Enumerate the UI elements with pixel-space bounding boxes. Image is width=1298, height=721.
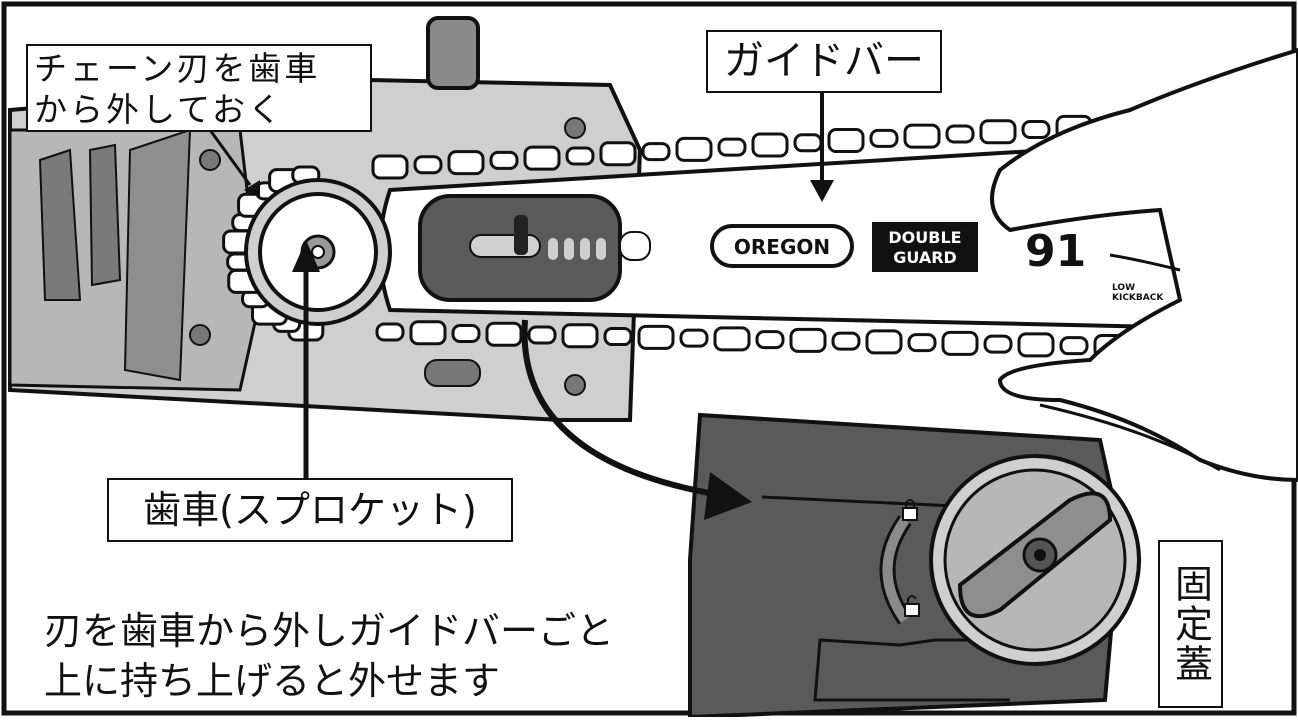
double-guard-line1: DOUBLE: [888, 228, 961, 247]
cover-plate: [688, 412, 1141, 720]
chain-link: [641, 142, 671, 162]
chain-link: [599, 141, 637, 167]
model-number: 91: [1025, 226, 1086, 277]
chain-link: [1059, 336, 1089, 356]
chain-link: [375, 322, 405, 342]
oregon-logo: [710, 224, 854, 268]
label-fixing-cover: 固定蓋: [1158, 540, 1223, 708]
chain-link: [945, 124, 975, 144]
low-kickback-line1: LOW: [1112, 283, 1135, 293]
label-sprocket: 歯車(スプロケット): [107, 478, 513, 542]
hand: [990, 47, 1298, 483]
chain-link: [831, 331, 861, 351]
chain-link: [869, 128, 899, 148]
instruction-text: 刃を歯車から外しガイドバーごと 上に持ち上げると外せます: [44, 609, 615, 703]
chain-link: [1021, 120, 1051, 140]
arrow-remove-chain: [208, 129, 260, 198]
chain-link: [755, 330, 785, 350]
double-guard-logo: [872, 222, 978, 272]
chain-link: [903, 123, 941, 149]
arrow-lift-to-cover: [521, 319, 752, 520]
chain-link: [907, 333, 937, 353]
chain-link: [637, 324, 675, 350]
chain-link: [489, 150, 519, 170]
double-guard-line2: GUARD: [893, 248, 957, 267]
chain-link: [523, 145, 561, 171]
chain-link: [527, 325, 557, 345]
unlock-icon: [904, 595, 920, 617]
tension-knob: [426, 16, 480, 90]
chain-link: [717, 137, 747, 157]
chain-link: [827, 128, 865, 154]
chain-link: [413, 155, 443, 175]
chain-link: [565, 146, 595, 166]
chain-link: [371, 154, 409, 180]
chain-link: [793, 133, 823, 153]
lock-icon: [902, 499, 918, 521]
chain-link: [451, 324, 481, 344]
chain-link: [679, 328, 709, 348]
chain-link: [983, 334, 1013, 354]
brand-text: OREGON: [734, 235, 830, 259]
label-guide-bar: ガイドバー: [706, 30, 942, 93]
chain-link: [751, 132, 789, 158]
chain-link: [561, 323, 599, 349]
arrow-sprocket: [292, 240, 320, 478]
chain-link: [941, 330, 979, 356]
chain-link: [789, 327, 827, 353]
low-kickback-line2: KICKBACK: [1112, 293, 1164, 303]
chain-link: [865, 329, 903, 355]
sprocket: [244, 178, 392, 326]
chain-link: [1017, 332, 1055, 358]
chain-link: [485, 321, 523, 347]
chain-link: [979, 119, 1017, 145]
chain-link: [447, 150, 485, 176]
label-remove-chain: チェーン刃を歯車 から外しておく: [26, 44, 372, 132]
chain-link: [713, 326, 751, 352]
chain-link: [409, 320, 447, 346]
chain-link: [603, 327, 633, 347]
arrow-guide-bar: [810, 92, 834, 202]
chain-link: [675, 136, 713, 162]
